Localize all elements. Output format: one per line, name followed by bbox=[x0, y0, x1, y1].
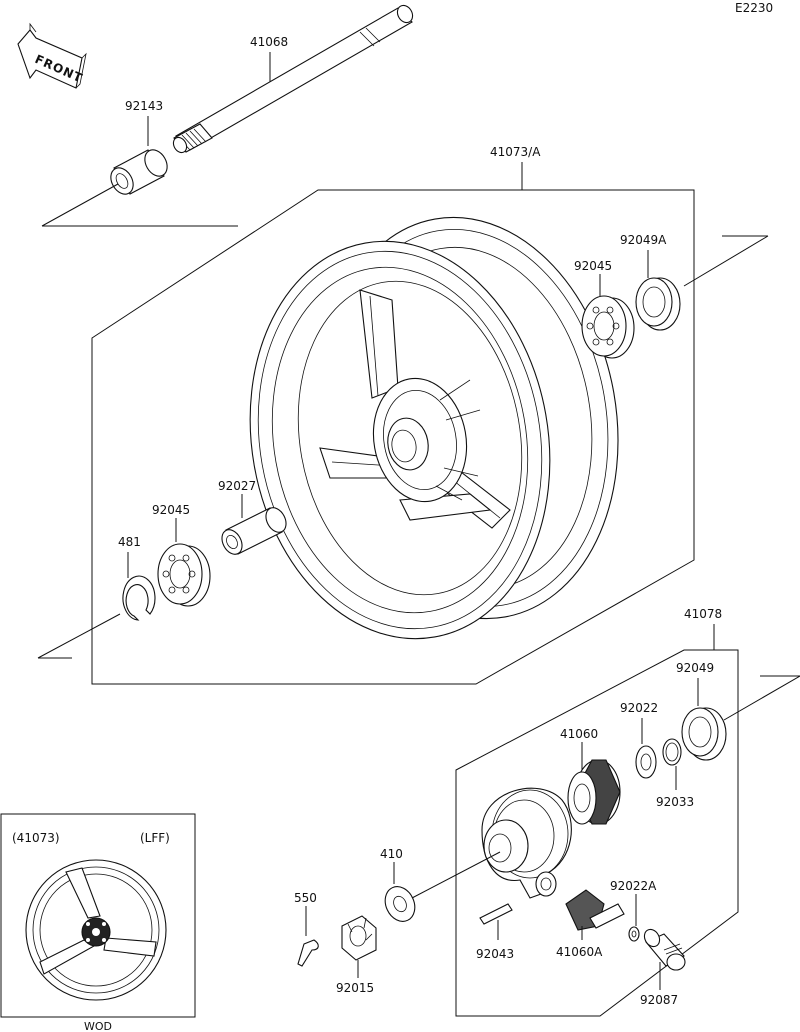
label-washer-gear: 92022 bbox=[620, 701, 658, 715]
pin-part bbox=[479, 903, 513, 925]
bearing-right-part bbox=[581, 295, 635, 359]
circlip-part bbox=[122, 575, 156, 621]
label-cotter-pin: 550 bbox=[294, 891, 317, 905]
label-nut: 92015 bbox=[336, 981, 374, 995]
washer-gear-part bbox=[635, 745, 657, 779]
oil-seal-right-part bbox=[635, 277, 681, 331]
label-pin: 92043 bbox=[476, 947, 514, 961]
label-bearing-left: 92045 bbox=[152, 503, 190, 517]
spacer-part bbox=[221, 507, 287, 555]
drive-gear-part bbox=[567, 759, 621, 825]
cotter-pin-part bbox=[297, 939, 319, 967]
gear-housing-group-frame bbox=[455, 649, 739, 1017]
label-spacer: 92027 bbox=[218, 479, 256, 493]
label-washer-pinion: 92022A bbox=[610, 879, 657, 893]
label-ring-gear: 92033 bbox=[656, 795, 694, 809]
pinion-part bbox=[565, 889, 625, 931]
washer-axle-part bbox=[384, 886, 416, 922]
ring-gear-part bbox=[662, 738, 682, 766]
inset-part-ref: (41073) bbox=[12, 831, 60, 845]
label-axle: 41068 bbox=[250, 35, 288, 49]
bushing-part bbox=[643, 928, 686, 971]
label-gear-housing: 41078 bbox=[684, 607, 722, 621]
nut-part bbox=[341, 915, 377, 961]
front-arrow-icon: FRONT bbox=[17, 22, 87, 89]
collar-part bbox=[110, 149, 168, 195]
gear-housing-part bbox=[481, 787, 572, 899]
variant-inset: (41073) (LFF) bbox=[0, 813, 196, 1018]
label-oil-seal-right: 92049A bbox=[620, 233, 667, 247]
axle-part bbox=[172, 4, 414, 154]
diagram-code: E2230 bbox=[735, 1, 773, 15]
washer-pinion-part bbox=[628, 926, 640, 942]
wheel-group-frame bbox=[91, 189, 695, 685]
label-bushing: 92087 bbox=[640, 993, 678, 1007]
label-wheel-assembly: 41073/A bbox=[490, 145, 541, 159]
label-bearing-right: 92045 bbox=[574, 259, 612, 273]
inset-wheel-image bbox=[25, 859, 167, 1001]
wheel-rim-part bbox=[249, 216, 619, 640]
bearing-left-part bbox=[157, 543, 211, 607]
inset-variant: (LFF) bbox=[140, 831, 170, 845]
oil-seal-gear-part bbox=[681, 707, 727, 761]
label-washer-axle: 410 bbox=[380, 847, 403, 861]
label-pinion: 41060A bbox=[556, 945, 603, 959]
label-oil-seal-gear: 92049 bbox=[676, 661, 714, 675]
label-circlip: 481 bbox=[118, 535, 141, 549]
label-drive-gear: 41060 bbox=[560, 727, 598, 741]
label-collar: 92143 bbox=[125, 99, 163, 113]
inset-footer: WOD bbox=[84, 1020, 112, 1032]
